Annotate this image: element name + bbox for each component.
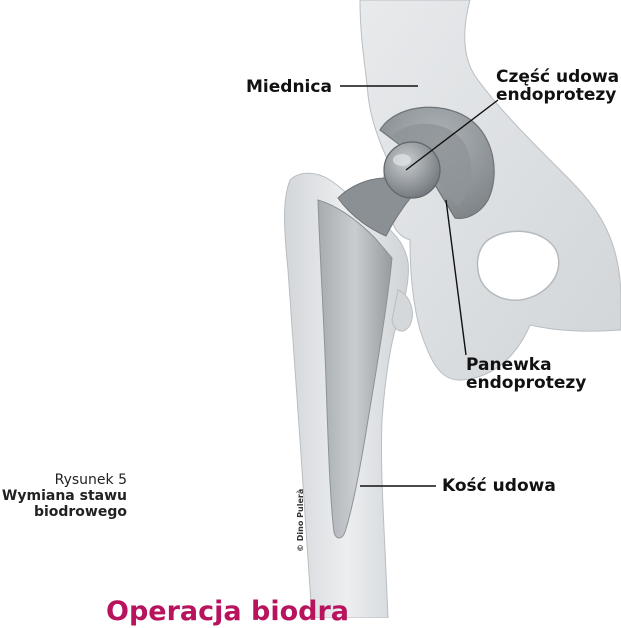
pelvis-label: Miednica	[246, 78, 332, 96]
artist-credit: © Dino Pulerà	[296, 489, 305, 552]
figure-caption: Rysunek 5 Wymiana stawu biodrowego	[2, 472, 127, 520]
femoral-head-highlight	[393, 154, 411, 166]
femoral-component-label-line2: endoprotezy	[496, 86, 616, 104]
section-heading: Operacja biodra	[106, 596, 349, 628]
figure-title-line1: Wymiana stawu	[2, 488, 127, 504]
femoral-component-label-line1: Część udowa	[496, 68, 619, 86]
acetabular-cup-label-line1: Panewka	[466, 356, 552, 374]
acetabular-cup-label-line2: endoprotezy	[466, 374, 586, 392]
femur-label: Kość udowa	[442, 477, 556, 495]
figure-number: Rysunek 5	[2, 472, 127, 488]
figure-title-line2: biodrowego	[2, 504, 127, 520]
